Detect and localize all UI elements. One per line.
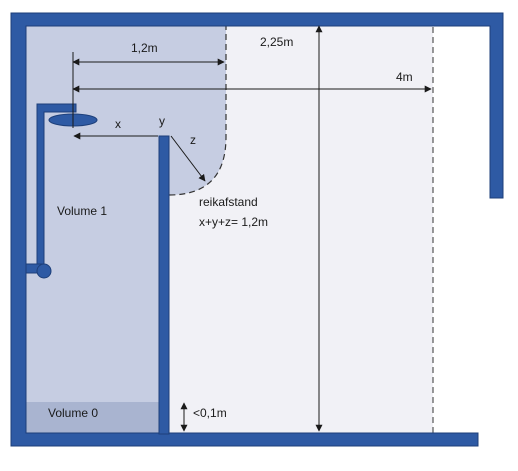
label-reach-formula: x+y+z= 1,2m xyxy=(199,215,268,229)
volume1-dashed-outline xyxy=(168,24,227,196)
shower-screen xyxy=(158,135,170,435)
label-4m: 4m xyxy=(396,70,413,84)
dim-z-arrow xyxy=(170,135,206,182)
room-walls xyxy=(10,12,504,447)
label-reach-title: reikafstand xyxy=(199,195,258,209)
label-x: x xyxy=(115,117,121,131)
label-gap: <0,1m xyxy=(193,406,227,420)
shower-mixer-icon xyxy=(36,263,52,279)
volume0-zone xyxy=(26,402,160,433)
label-volume0: Volume 0 xyxy=(48,406,98,420)
label-2-25m: 2,25m xyxy=(260,35,293,49)
label-volume1: Volume 1 xyxy=(57,204,107,218)
label-y: y xyxy=(159,114,165,128)
label-z: z xyxy=(190,133,196,147)
label-1-2m: 1,2m xyxy=(131,41,158,55)
